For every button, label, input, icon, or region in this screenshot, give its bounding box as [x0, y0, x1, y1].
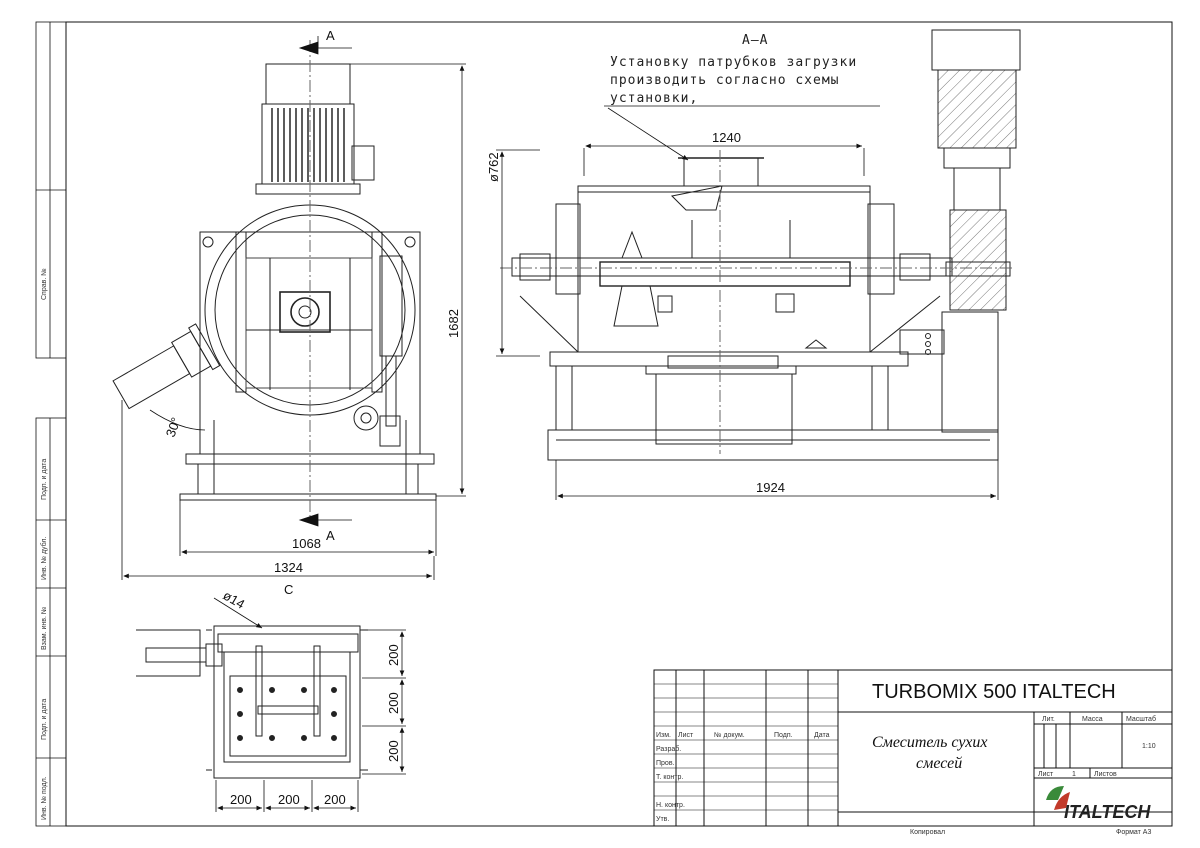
section-title: A–A [742, 33, 768, 48]
italtech-logo: ITALTECH [1046, 786, 1151, 822]
sheet-value: 1 [1072, 771, 1076, 778]
col-header-sign: Подп. [774, 732, 793, 739]
dim-width-overall: 1324 [274, 560, 303, 575]
section-label-bottom: A [326, 528, 335, 543]
title-block [653, 669, 1173, 827]
sheets-label: Листов [1094, 771, 1117, 778]
side-label-6: Инв. № подл. [41, 776, 48, 820]
dim-plan-h1: 200 [230, 792, 252, 807]
dim-inlet-width: 1240 [712, 130, 741, 145]
sheet-label: Лист [1038, 771, 1054, 778]
scale-label: Масштаб [1126, 715, 1156, 723]
dim-height-front: 1682 [446, 309, 461, 338]
dim-plan-h2: 200 [278, 792, 300, 807]
side-stamp [35, 21, 67, 827]
dim-width-base: 1068 [292, 536, 321, 551]
mass-label: Масса [1082, 716, 1103, 723]
dim-plan-v2: 200 [386, 692, 401, 714]
note-line-1: Установку патрубков загрузки [610, 55, 857, 70]
lit-label: Лит. [1042, 716, 1055, 723]
role-norm-control: Н. контр. [656, 802, 685, 809]
side-label-2: Подп. и дата [41, 459, 48, 500]
side-view [500, 29, 1021, 461]
dim-diameter-top: ø762 [486, 152, 501, 182]
dim-plan-h3: 200 [324, 792, 346, 807]
front-view [112, 40, 437, 520]
front-dims [121, 36, 466, 580]
side-label-1: Справ. № [41, 268, 48, 300]
dim-side-length: 1924 [756, 480, 785, 495]
dim-plan-v1: 200 [386, 644, 401, 666]
logo-text: ITALTECH [1064, 802, 1151, 822]
role-approved: Утв. [656, 816, 669, 823]
col-header-list: Лист [678, 732, 694, 739]
side-label-4: Взам. инв. № [41, 607, 48, 650]
dim-hole-diameter: ø14 [221, 588, 248, 612]
copied-label: Копировал [910, 829, 945, 836]
format-label: Формат А3 [1116, 829, 1151, 836]
side-dims [496, 105, 999, 500]
view-c-label: C [284, 582, 293, 597]
side-label-3: Инв. № дубл. [40, 537, 48, 580]
scale-value: 1:10 [1142, 743, 1156, 750]
dim-angle: 30° [163, 415, 184, 439]
dim-plan-v3: 200 [386, 740, 401, 762]
col-header-doc: № докум. [714, 732, 745, 739]
section-label-top: A [326, 28, 335, 43]
plan-view [136, 625, 368, 779]
role-developer: Разраб. [656, 745, 681, 753]
plan-dims [213, 597, 406, 812]
side-label-5: Подп. и дата [41, 699, 48, 740]
note-line-2: производить согласно схемы [610, 73, 840, 88]
description-line-1: Смеситель сухих [872, 734, 987, 751]
role-checked: Пров. [656, 760, 675, 767]
description-line-2: смесей [916, 755, 962, 772]
col-header-izm: Изм. [656, 732, 671, 739]
note-line-3: установки, [610, 91, 698, 106]
col-header-date: Дата [814, 732, 830, 739]
role-tech-control: Т. контр. [656, 774, 683, 781]
product-title: TURBOMIX 500 ITALTECH [872, 681, 1116, 703]
